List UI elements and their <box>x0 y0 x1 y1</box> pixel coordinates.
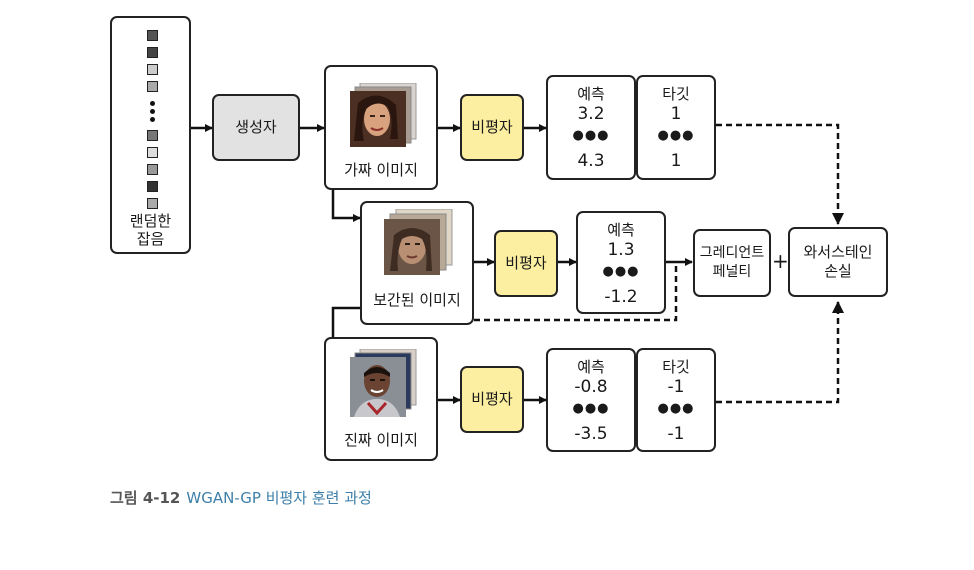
ellipsis-dots: ●●● <box>572 128 610 143</box>
real-images-box: 진짜 이미지 <box>324 337 438 461</box>
fake-images-label: 가짜 이미지 <box>344 161 418 179</box>
real-images-label: 진짜 이미지 <box>344 431 418 449</box>
generator-box: 생성자 <box>212 94 300 161</box>
critic-label: 비평자 <box>505 254 547 272</box>
arrow-real-to-interp <box>331 306 360 337</box>
noise-cell <box>147 81 158 92</box>
interpolated-face-image <box>384 209 453 275</box>
prediction-header: 예측 <box>577 358 605 376</box>
real-face-image <box>350 349 417 417</box>
real-target-box: 타깃 -1 ●●● -1 <box>636 348 716 452</box>
target-value-last: -1 <box>667 424 685 444</box>
critic-box-real: 비평자 <box>460 366 524 433</box>
target-value-first: 1 <box>670 104 682 124</box>
interpolated-prediction-box: 예측 1.3 ●●● -1.2 <box>576 211 666 314</box>
target-header: 타깃 <box>662 358 690 376</box>
wasserstein-loss-box: 와서스테인 손실 <box>788 227 888 297</box>
noise-cell <box>147 164 158 175</box>
prediction-value-first: 3.2 <box>577 104 605 124</box>
figure-caption: 그림 4-12 WGAN-GP 비평자 훈련 과정 <box>110 487 372 508</box>
noise-cell <box>147 147 158 158</box>
plus-sign: + <box>772 249 789 273</box>
noise-label: 랜덤한 잡음 <box>129 212 172 248</box>
dashed-real-target-to-wloss <box>716 301 844 404</box>
fake-face-image <box>350 83 417 147</box>
wasserstein-loss-label: 와서스테인 손실 <box>803 243 873 280</box>
dashed-fake-target-to-wloss <box>716 123 844 225</box>
noise-cell <box>147 181 158 192</box>
gradient-penalty-label: 그레디언트 페널티 <box>699 245 765 280</box>
generator-label: 생성자 <box>235 118 277 136</box>
critic-box-fake: 비평자 <box>460 94 524 161</box>
ellipsis-dots: ●●● <box>572 401 610 416</box>
interpolated-images-label: 보간된 이미지 <box>373 291 461 309</box>
interpolated-images-box: 보간된 이미지 <box>360 201 474 325</box>
fake-target-box: 타깃 1 ●●● 1 <box>636 75 716 180</box>
prediction-value-last: -1.2 <box>604 287 638 307</box>
prediction-value-first: 1.3 <box>607 240 635 260</box>
prediction-value-first: -0.8 <box>574 377 608 397</box>
fake-prediction-box: 예측 3.2 ●●● 4.3 <box>546 75 636 180</box>
ellipsis-dots: ●●● <box>657 128 695 143</box>
target-value-last: 1 <box>670 151 682 171</box>
dashed-interp-to-gp <box>474 262 678 322</box>
noise-cell <box>147 130 158 141</box>
target-header: 타깃 <box>662 85 690 103</box>
noise-cell <box>147 198 158 209</box>
ellipsis-dots: ●●● <box>657 401 695 416</box>
prediction-value-last: 4.3 <box>577 151 605 171</box>
noise-cell <box>147 30 158 41</box>
ellipsis-dots: ●●● <box>602 264 640 279</box>
critic-label: 비평자 <box>471 390 513 408</box>
figure-title: WGAN-GP 비평자 훈련 과정 <box>186 489 372 507</box>
real-prediction-box: 예측 -0.8 ●●● -3.5 <box>546 348 636 452</box>
noise-cell <box>147 64 158 75</box>
critic-label: 비평자 <box>471 118 513 136</box>
gradient-penalty-box: 그레디언트 페널티 <box>693 229 771 297</box>
prediction-header: 예측 <box>577 85 605 103</box>
fake-images-box: 가짜 이미지 <box>324 65 438 190</box>
figure-number: 그림 4-12 <box>110 489 181 507</box>
prediction-header: 예측 <box>607 221 635 239</box>
target-value-first: -1 <box>667 377 685 397</box>
prediction-value-last: -3.5 <box>574 424 608 444</box>
arrow-fake-to-interp <box>331 190 361 222</box>
critic-box-interpolated: 비평자 <box>494 230 558 297</box>
random-noise-box: 랜덤한 잡음 <box>110 16 191 254</box>
noise-cell <box>147 47 158 58</box>
